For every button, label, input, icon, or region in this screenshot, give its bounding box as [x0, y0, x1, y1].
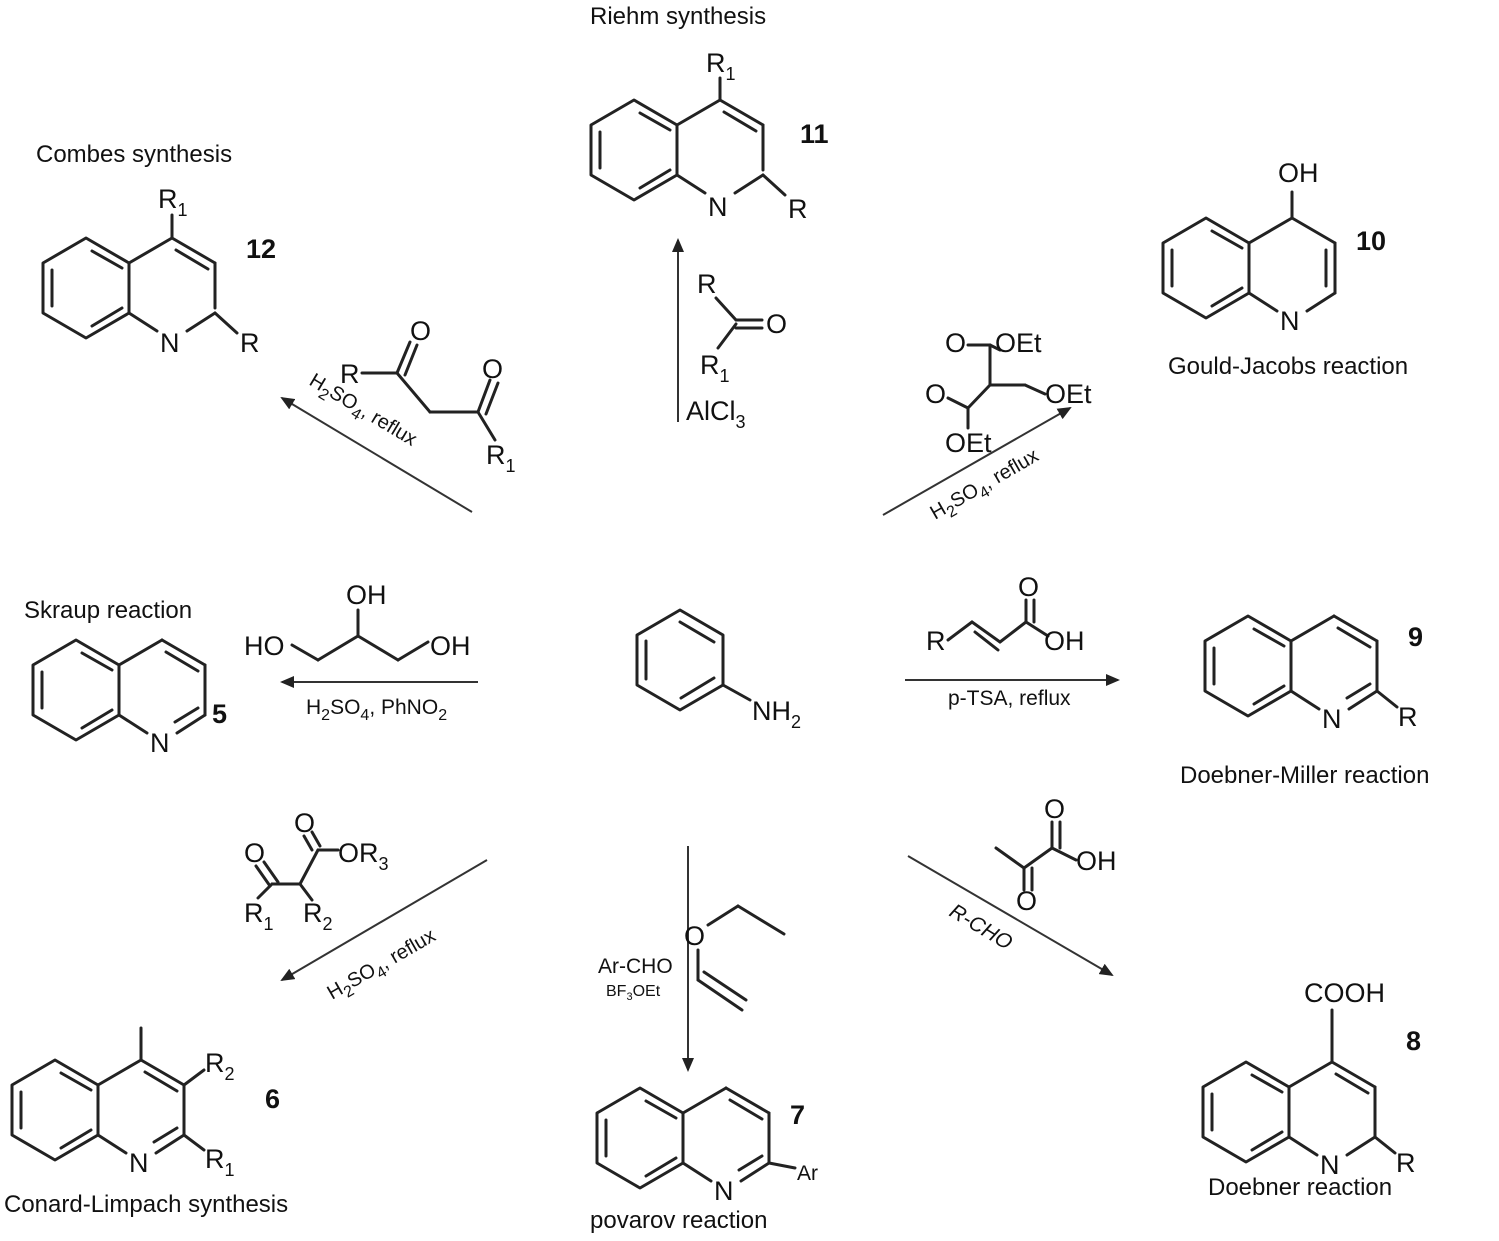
svg-text:O: O — [410, 316, 431, 346]
svg-text:R1: R1 — [706, 48, 736, 84]
doebner-miller-condition: p-TSA, reflux — [948, 687, 1071, 710]
conrad-product-6: N R2 R1 — [10, 1026, 235, 1180]
svg-text:AlCl3: AlCl3 — [686, 396, 746, 432]
svg-text:O: O — [684, 921, 705, 951]
svg-text:N: N — [714, 1176, 734, 1206]
ketoester-reagent: O R1 R2 O OR3 — [244, 808, 389, 934]
doebner-product-8: N R COOH — [1201, 978, 1416, 1180]
svg-text:R: R — [1398, 702, 1418, 732]
vinyl-ether-reagent: O — [684, 904, 786, 1012]
skraup-condition: H2SO4, PhNO2 — [306, 696, 447, 724]
svg-text:OEt: OEt — [1045, 379, 1092, 409]
gould-arrow — [882, 407, 1072, 516]
svg-text:R1: R1 — [158, 184, 188, 220]
svg-text:O: O — [294, 808, 315, 838]
svg-text:N: N — [150, 728, 170, 758]
svg-text:N: N — [1280, 306, 1300, 336]
svg-text:R: R — [788, 194, 808, 224]
glycerol-reagent: HO OH OH — [244, 580, 471, 662]
doebner-arrow — [907, 855, 1114, 977]
riehm-title: Riehm synthesis — [590, 3, 766, 30]
skraup-title: Skraup reaction — [24, 597, 192, 624]
povarov-reagent-lewis-acid: BF3OEt — [606, 983, 661, 1003]
svg-text:R1: R1 — [244, 898, 274, 934]
compound-number-8: 8 — [1406, 1026, 1421, 1056]
compound-number-6: 6 — [265, 1084, 280, 1114]
compound-number-9: 9 — [1408, 622, 1423, 652]
conrad-arrow — [280, 859, 488, 982]
svg-text:OEt: OEt — [995, 328, 1042, 358]
compound-number-11: 11 — [800, 119, 829, 149]
svg-text:R: R — [697, 269, 717, 299]
aniline-structure: NH2 — [635, 608, 801, 732]
svg-text:R2: R2 — [205, 1048, 235, 1084]
svg-text:R: R — [926, 626, 946, 656]
svg-text:R: R — [240, 328, 260, 358]
compound-number-5: 5 — [212, 699, 227, 729]
svg-text:N: N — [1320, 1150, 1340, 1180]
svg-text:OH: OH — [1278, 158, 1319, 188]
svg-text:O: O — [244, 838, 265, 868]
svg-text:OEt: OEt — [945, 428, 992, 458]
pyruvic-acid-reagent: O O OH — [994, 794, 1117, 916]
doebner-miller-product-9: N R — [1203, 614, 1418, 734]
svg-text:R2: R2 — [303, 898, 333, 934]
diketone-reagent: R O O R1 — [340, 316, 516, 476]
svg-text:OH: OH — [1044, 626, 1085, 656]
svg-text:O: O — [482, 354, 503, 384]
combes-product-12: N R R1 — [41, 184, 260, 358]
gould-title: Gould-Jacobs reaction — [1168, 353, 1408, 380]
svg-text:N: N — [708, 192, 728, 222]
svg-text:N: N — [129, 1148, 149, 1178]
svg-text:COOH: COOH — [1304, 978, 1385, 1008]
povarov-reagent-aldehyde: Ar-CHO — [598, 955, 673, 978]
svg-text:O: O — [766, 309, 787, 339]
svg-text:N: N — [1322, 704, 1342, 734]
svg-text:R1: R1 — [486, 440, 516, 476]
crotonic-acid-reagent: R O OH — [926, 572, 1085, 656]
ketone-reagent: R O R1 — [697, 269, 787, 386]
svg-text:OH: OH — [1076, 846, 1117, 876]
svg-text:O: O — [945, 328, 966, 358]
compound-number-10: 10 — [1356, 226, 1386, 256]
conrad-condition: H2SO4, reflux — [324, 925, 442, 1009]
svg-text:O: O — [1018, 572, 1039, 602]
compound-number-7: 7 — [790, 1100, 805, 1130]
svg-text:R1: R1 — [700, 350, 730, 386]
svg-text:OR3: OR3 — [338, 838, 389, 874]
svg-text:O: O — [925, 379, 946, 409]
combes-title: Combes synthesis — [36, 141, 232, 168]
svg-text:OH: OH — [430, 631, 471, 661]
svg-text:Ar: Ar — [797, 1162, 818, 1185]
conrad-title: Conard-Limpach synthesis — [4, 1191, 288, 1218]
svg-text:N: N — [160, 328, 180, 358]
compound-number-12: 12 — [246, 234, 276, 264]
svg-text:OH: OH — [346, 580, 387, 610]
svg-text:R1: R1 — [205, 1144, 235, 1180]
amine-label: NH — [752, 696, 791, 726]
skraup-product-5: N — [31, 638, 207, 758]
povarov-product-7: N Ar — [595, 1086, 818, 1206]
povarov-title: povarov reaction — [590, 1207, 767, 1234]
combes-arrow — [280, 396, 473, 513]
gould-product-10: N OH — [1161, 158, 1337, 336]
doebner-reagent: R-CHO — [945, 900, 1016, 955]
svg-text:R: R — [1396, 1148, 1416, 1178]
svg-text:HO: HO — [244, 631, 285, 661]
riehm-reagent: AlCl — [686, 396, 736, 426]
doebner-miller-title: Doebner-Miller reaction — [1180, 762, 1429, 789]
svg-text:R: R — [340, 359, 360, 389]
doebner-title: Doebner reaction — [1208, 1174, 1392, 1201]
emme-reagent: O OEt OEt O OEt — [925, 328, 1092, 458]
svg-text:O: O — [1044, 794, 1065, 824]
riehm-product-11: N R R1 — [589, 48, 808, 224]
svg-text:NH2: NH2 — [752, 696, 801, 732]
svg-text:O: O — [1016, 886, 1037, 916]
